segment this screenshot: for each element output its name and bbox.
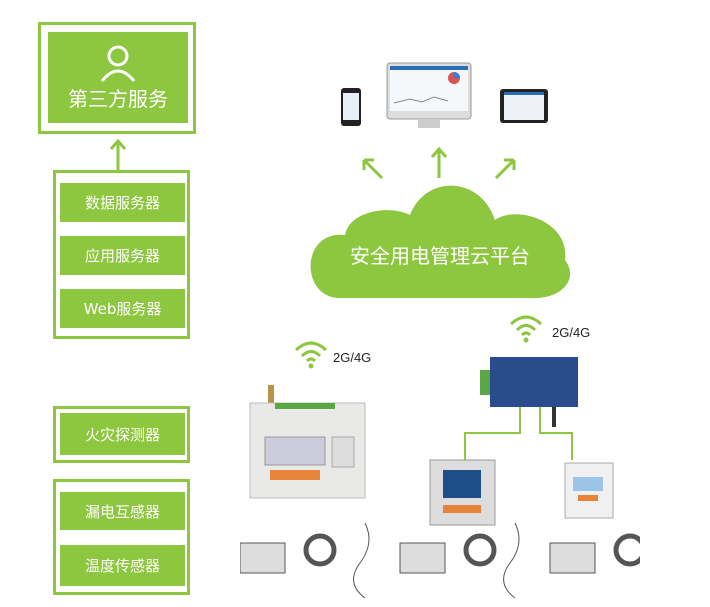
data-server: 数据服务器 [60,183,185,222]
user-icon [100,45,136,82]
third-party-box: 第三方服务 [48,32,188,123]
third-party-frame [38,22,196,134]
web-server: Web服务器 [60,289,185,328]
sensor-group [53,479,190,595]
wifi-icon [509,315,543,343]
meter-device [429,459,496,526]
wireless-label: 2G/4G [552,325,591,340]
cloud-icon [310,185,571,299]
leakage-sensor: 漏电互感器 [60,492,185,530]
tablet-icon [500,89,548,123]
monitor-icon [386,62,472,128]
client-devices [341,62,548,128]
phone-icon [341,88,361,126]
fire-detector: 火灾探测器 [60,413,185,455]
din-meter-device [564,462,614,519]
gateway-device [480,357,578,427]
connection-lines [464,407,573,460]
cloud-label: 安全用电管理云平台 [350,244,530,268]
up-arrow-icon [109,138,127,172]
upload-arrows [362,146,516,180]
temperature-sensor: 温度传感器 [60,545,185,586]
current-transformers [240,522,640,599]
hardware-devices [240,357,640,599]
detector-group [53,406,190,463]
app-server: 应用服务器 [60,236,185,275]
third-party-label: 第三方服务 [68,87,168,111]
server-group [53,170,190,339]
wireless-label: 2G/4G [333,350,372,365]
monitoring-device [249,385,366,499]
wifi-icon [294,341,328,369]
